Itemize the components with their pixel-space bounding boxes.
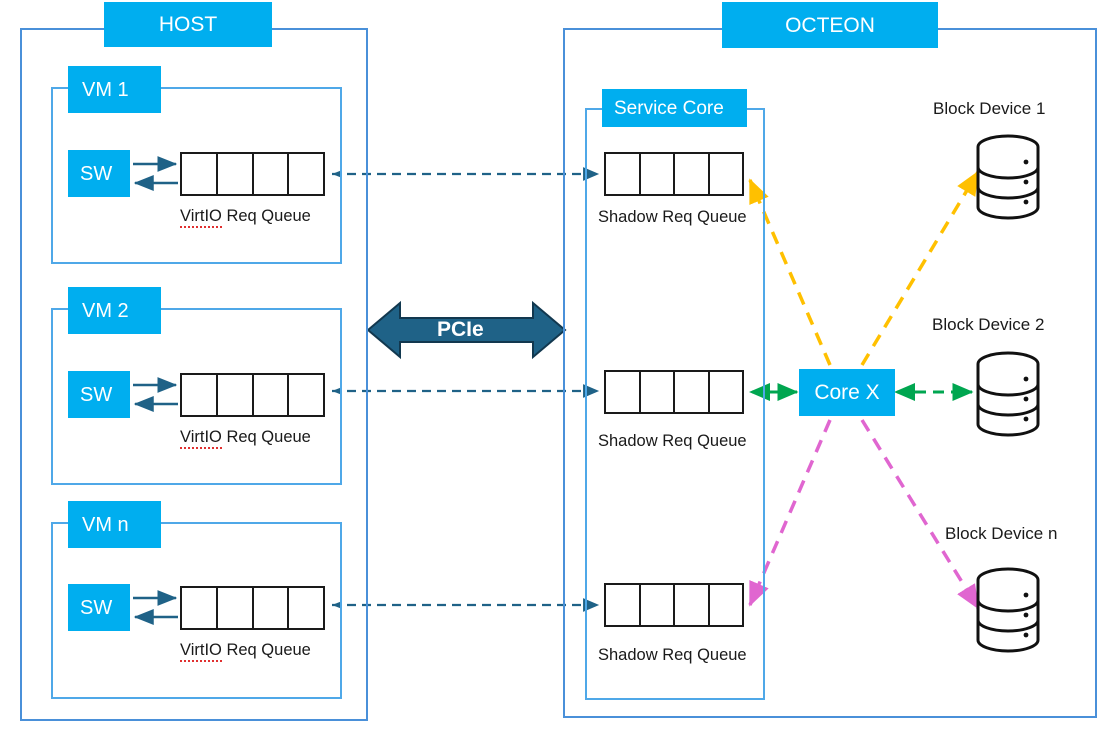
vm-2-sw-block: SW bbox=[68, 371, 130, 418]
shadow-req-queue-1-caption: Shadow Req Queue bbox=[598, 208, 747, 226]
vm-1-title-chip: VM 1 bbox=[68, 66, 161, 113]
queue-cell bbox=[606, 154, 641, 194]
vm-n-virtio-req-queue bbox=[180, 586, 325, 630]
block-device-n-label: Block Device n bbox=[945, 524, 1058, 543]
queue-cell bbox=[710, 154, 743, 194]
shadow-req-queue-3 bbox=[604, 583, 744, 627]
vm-1-title-label: VM 1 bbox=[82, 78, 129, 101]
pcie-label: PCIe bbox=[437, 318, 484, 341]
block-device-2-label: Block Device 2 bbox=[932, 315, 1045, 334]
octeon-title-chip: OCTEON bbox=[722, 2, 938, 48]
shadow-req-queue-1 bbox=[604, 152, 744, 196]
vm-2-virtio-queue-caption-word: VirtIO bbox=[180, 428, 222, 449]
virtio-to-shadow-link-1 bbox=[332, 167, 600, 181]
virtio-to-shadow-link-3 bbox=[332, 598, 600, 612]
vm-2-virtio-req-queue bbox=[180, 373, 325, 417]
shadow-req-queue-3-caption: Shadow Req Queue bbox=[598, 646, 747, 664]
shadow-req-queue-2-caption: Shadow Req Queue bbox=[598, 432, 747, 450]
vm-1-virtio-queue-caption-rest: Req Queue bbox=[221, 207, 311, 225]
queue-cell bbox=[675, 154, 710, 194]
queue-cell bbox=[641, 585, 675, 625]
queue-cell bbox=[606, 585, 641, 625]
vm-n-title-chip: VM n bbox=[68, 501, 161, 548]
queue-cell bbox=[289, 588, 323, 628]
queue-cell bbox=[218, 154, 254, 194]
vm-1-virtio-queue-caption: VirtIO Req Queue bbox=[180, 207, 311, 228]
queue-cell bbox=[182, 588, 218, 628]
service-core-title-label: Service Core bbox=[614, 97, 724, 119]
host-title-label: HOST bbox=[158, 13, 218, 36]
vm-2-sw-label: SW bbox=[80, 383, 113, 406]
vm-1-virtio-req-queue bbox=[180, 152, 325, 196]
vm-1-frame bbox=[51, 87, 342, 264]
vm-2-title-label: VM 2 bbox=[82, 299, 129, 322]
shadow-req-queue-2 bbox=[604, 370, 744, 414]
core-x-block: Core X bbox=[799, 369, 895, 416]
vm-2-title-chip: VM 2 bbox=[68, 287, 161, 334]
queue-cell bbox=[218, 588, 254, 628]
queue-cell bbox=[641, 372, 675, 412]
service-core-title-chip: Service Core bbox=[602, 89, 747, 127]
queue-cell bbox=[606, 372, 641, 412]
core-x-label: Core X bbox=[814, 381, 880, 404]
vm-1-sw-label: SW bbox=[80, 162, 113, 185]
vm-2-frame bbox=[51, 308, 342, 485]
vm-n-virtio-queue-caption-rest: Req Queue bbox=[221, 641, 311, 659]
host-title-chip: HOST bbox=[104, 2, 272, 47]
vm-n-sw-block: SW bbox=[68, 584, 130, 631]
vm-2-virtio-queue-caption: VirtIO Req Queue bbox=[180, 428, 311, 449]
vm-n-virtio-queue-caption: VirtIO Req Queue bbox=[180, 641, 311, 662]
block-device-1-label: Block Device 1 bbox=[933, 99, 1046, 118]
queue-cell bbox=[254, 588, 290, 628]
virtio-to-shadow-link-2 bbox=[332, 384, 600, 398]
queue-cell bbox=[710, 372, 743, 412]
vm-n-title-label: VM n bbox=[82, 513, 129, 536]
queue-cell bbox=[289, 154, 323, 194]
queue-cell bbox=[182, 154, 218, 194]
octeon-title-label: OCTEON bbox=[785, 13, 875, 37]
queue-cell bbox=[641, 154, 675, 194]
queue-cell bbox=[710, 585, 743, 625]
queue-cell bbox=[254, 154, 290, 194]
queue-cell bbox=[218, 375, 254, 415]
vm-n-frame bbox=[51, 522, 342, 699]
vm-2-virtio-queue-caption-rest: Req Queue bbox=[221, 428, 311, 446]
vm-n-virtio-queue-caption-word: VirtIO bbox=[180, 641, 222, 662]
queue-cell bbox=[182, 375, 218, 415]
queue-cell bbox=[675, 585, 710, 625]
vm-1-sw-block: SW bbox=[68, 150, 130, 197]
vm-1-virtio-queue-caption-word: VirtIO bbox=[180, 207, 222, 228]
queue-cell bbox=[289, 375, 323, 415]
queue-cell bbox=[254, 375, 290, 415]
vm-n-sw-label: SW bbox=[80, 596, 113, 619]
queue-cell bbox=[675, 372, 710, 412]
